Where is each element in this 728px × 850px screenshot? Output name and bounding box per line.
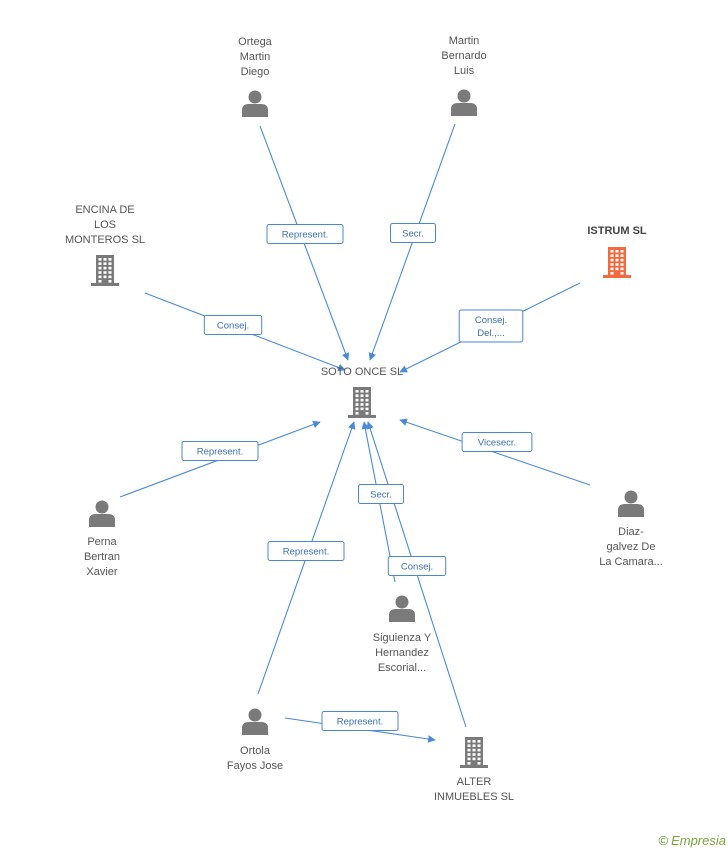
edge-label-istrum-soto[interactable]: Consej. Del.,... bbox=[458, 309, 524, 343]
edge-label-box bbox=[181, 441, 259, 461]
edge-label-box bbox=[321, 711, 399, 731]
nodes-layer: SOTO ONCE SLOrtegaMartinDiegoMartinBerna… bbox=[65, 35, 663, 803]
node-label: LOS bbox=[94, 219, 116, 231]
copyright-icon: © bbox=[658, 833, 669, 848]
node-diaz[interactable]: Diaz-galvez De La Camara... bbox=[599, 490, 663, 569]
edge-label-alter-soto[interactable]: Consej. bbox=[387, 556, 447, 576]
edge-label-box bbox=[458, 309, 524, 343]
node-label: galvez De bbox=[607, 541, 656, 553]
node-label: Bernardo bbox=[441, 50, 486, 62]
edge-label-box bbox=[461, 432, 533, 452]
node-istrum[interactable]: ISTRUM SL bbox=[587, 225, 647, 278]
edge-label-box bbox=[390, 223, 436, 243]
edge-label-box bbox=[203, 315, 263, 335]
edge-label-perna-soto[interactable]: Represent. bbox=[181, 441, 259, 461]
edge-label-text: Represent. bbox=[197, 447, 243, 458]
node-encina[interactable]: ENCINA DE LOS MONTEROS SL bbox=[65, 204, 145, 286]
person-icon bbox=[242, 90, 268, 117]
node-soto[interactable]: SOTO ONCE SL bbox=[321, 366, 403, 418]
edge-label-text: Represent. bbox=[337, 717, 383, 728]
edge-label-siguienza-soto[interactable]: Secr. bbox=[358, 484, 404, 504]
node-label: Martin bbox=[240, 51, 271, 63]
edge-label-box bbox=[358, 484, 404, 504]
person-icon bbox=[618, 490, 644, 517]
node-label: Hernandez bbox=[375, 647, 429, 659]
edge-label-ortega-soto[interactable]: Represent. bbox=[266, 224, 344, 244]
node-label: Perna bbox=[87, 536, 117, 548]
edge-label-diaz-soto[interactable]: Vicesecr. bbox=[461, 432, 533, 452]
node-label: Fayos Jose bbox=[227, 760, 283, 772]
brand-logo: Empresia bbox=[671, 833, 726, 848]
person-icon bbox=[451, 89, 477, 116]
node-label: La Camara... bbox=[599, 556, 663, 568]
node-label: ALTER bbox=[457, 776, 492, 788]
edge-label-ortola-alter[interactable]: Represent. bbox=[321, 711, 399, 731]
edge-label-text: Consej. bbox=[401, 562, 433, 573]
node-alter[interactable]: ALTER INMUEBLES SL bbox=[434, 737, 514, 803]
person-icon bbox=[242, 708, 268, 735]
edge-label-ortola-soto[interactable]: Represent. bbox=[267, 541, 345, 561]
building-icon bbox=[91, 255, 119, 286]
edge-label-box bbox=[387, 556, 447, 576]
node-label: INMUEBLES SL bbox=[434, 791, 514, 803]
edge-label-text: Secr. bbox=[402, 229, 424, 240]
node-label: ENCINA DE bbox=[75, 204, 134, 216]
node-label: Martin bbox=[449, 35, 480, 47]
edge-label-text: Consej. bbox=[217, 321, 249, 332]
footer-brand: ©Empresia bbox=[658, 833, 726, 848]
node-label: Xavier bbox=[86, 566, 118, 578]
node-label: Bertran bbox=[84, 551, 120, 563]
edge-diaz-soto bbox=[399, 418, 591, 486]
building-icon bbox=[460, 737, 488, 768]
building-icon bbox=[603, 247, 631, 278]
person-icon bbox=[389, 595, 415, 622]
node-label: Ortega bbox=[238, 36, 273, 48]
node-label: Diego bbox=[241, 66, 270, 78]
edge-labels-layer: Represent. Secr. Consej. Consej. Del.,... Rep… bbox=[181, 223, 533, 731]
node-label: Luis bbox=[454, 65, 475, 77]
node-label: Siguienza Y bbox=[373, 632, 432, 644]
edge-label-bernardo-soto[interactable]: Secr. bbox=[390, 223, 436, 243]
building-icon bbox=[348, 387, 376, 418]
edge-label-text: Consej. bbox=[475, 315, 507, 326]
edge-label-text: Secr. bbox=[370, 490, 392, 501]
person-icon bbox=[89, 500, 115, 527]
edge-label-text: Represent. bbox=[282, 230, 328, 241]
node-label: MONTEROS SL bbox=[65, 234, 145, 246]
node-label: Ortola bbox=[240, 745, 271, 757]
node-siguienza[interactable]: Siguienza Y HernandezEscorial... bbox=[373, 595, 432, 675]
edge-label-text: Del.,... bbox=[477, 328, 504, 339]
node-label: Diaz- bbox=[618, 526, 644, 538]
edge-label-text: Represent. bbox=[283, 547, 329, 558]
node-label: ISTRUM SL bbox=[587, 225, 647, 237]
edge-label-box bbox=[267, 541, 345, 561]
node-label: Escorial... bbox=[378, 662, 426, 674]
edge-label-text: Vicesecr. bbox=[478, 438, 516, 449]
edge-label-encina-soto[interactable]: Consej. bbox=[203, 315, 263, 335]
node-label: SOTO ONCE SL bbox=[321, 366, 403, 378]
edge-label-box bbox=[266, 224, 344, 244]
